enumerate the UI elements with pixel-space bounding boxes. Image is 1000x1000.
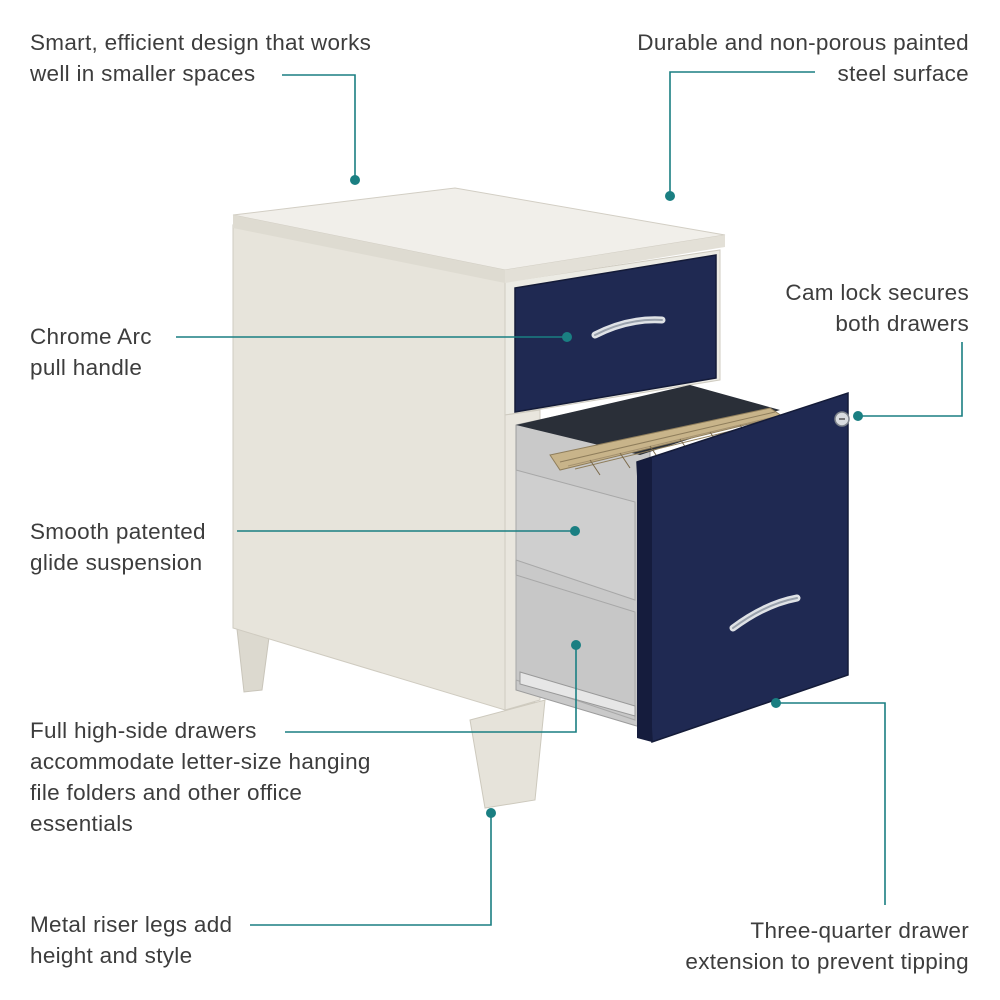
callout-design-line1: Smart, efficient design that works [30, 30, 372, 55]
callout-dot-surface [665, 191, 675, 201]
callout-line-surface [669, 71, 815, 196]
callout-design-line2: well in smaller spaces [30, 61, 256, 86]
callout-dot-handle [562, 332, 572, 342]
callout-camlock-line1: Cam lock secures [785, 280, 969, 305]
cabinet-side [232, 224, 506, 711]
callout-glide-line1: Smooth patented [30, 519, 206, 544]
callout-dot-extension [771, 698, 781, 708]
callout-drawers: Full high-side drawers accommodate lette… [30, 715, 371, 839]
callout-design: Smart, efficient design that works well … [30, 27, 371, 89]
top-drawer-handle [591, 316, 666, 339]
callout-drawers-line1: Full high-side drawers [30, 718, 257, 743]
callout-extension-line2: extension to prevent tipping [685, 949, 969, 974]
cam-lock [834, 411, 850, 427]
drawer-inner-back [516, 385, 780, 455]
callout-legs: Metal riser legs add height and style [30, 909, 232, 971]
callout-line-legs [250, 813, 492, 926]
callout-dot-glide [570, 526, 580, 536]
bottom-drawer-handle [729, 594, 801, 632]
callout-surface-line2: steel surface [837, 61, 969, 86]
callout-dot-drawers [571, 640, 581, 650]
callout-extension-line1: Three-quarter drawer [750, 918, 969, 943]
cabinet-top-edge-front [505, 235, 725, 283]
callout-drawers-line3: file folders and other office [30, 780, 303, 805]
callout-glide-line2: glide suspension [30, 550, 203, 575]
callout-line-drawers [285, 645, 577, 733]
callout-legs-line1: Metal riser legs add [30, 912, 233, 937]
cabinet-top-edge-side [233, 215, 505, 283]
callout-handle-line2: pull handle [30, 355, 143, 380]
callout-dot-legs [486, 808, 496, 818]
top-drawer-face [514, 254, 717, 413]
callout-extension: Three-quarter drawer extension to preven… [685, 915, 969, 977]
callout-drawers-line2: accommodate letter-size hanging [30, 749, 371, 774]
callout-surface: Durable and non-porous painted steel sur… [637, 27, 969, 89]
callout-camlock: Cam lock secures both drawers [785, 277, 969, 339]
callout-surface-line1: Durable and non-porous painted [637, 30, 969, 55]
bottom-drawer-edge [637, 458, 652, 742]
callout-line-design [282, 74, 356, 180]
callout-handle: Chrome Arc pull handle [30, 321, 152, 383]
callout-handle-line1: Chrome Arc [30, 324, 152, 349]
front-leg [469, 699, 546, 809]
callout-legs-line2: height and style [30, 943, 193, 968]
callout-line-camlock [858, 342, 963, 417]
callout-drawers-line4: essentials [30, 811, 134, 836]
callout-dot-camlock [853, 411, 863, 421]
callout-camlock-line2: both drawers [835, 311, 969, 336]
glide-rail [519, 671, 636, 717]
callout-line-extension [776, 702, 886, 905]
callout-dot-design [350, 175, 360, 185]
callout-glide: Smooth patented glide suspension [30, 516, 206, 578]
